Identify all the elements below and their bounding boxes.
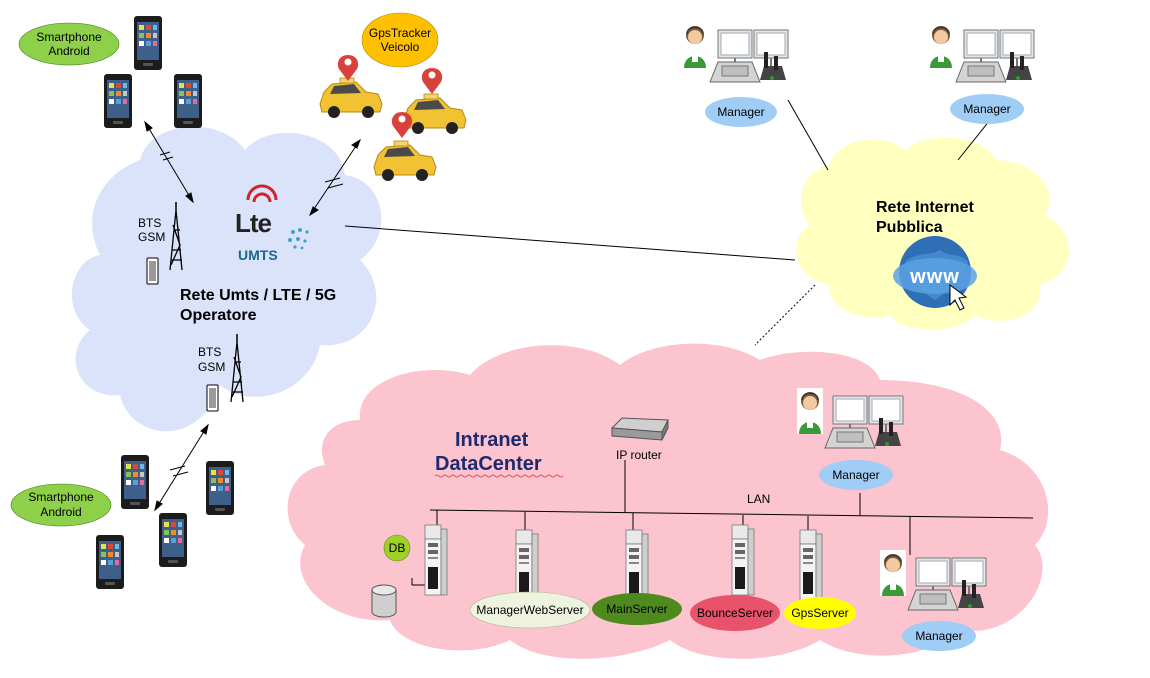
bts-bottom-handset-icon [206, 384, 219, 412]
gps-tracker-line1: GpsTracker [369, 26, 431, 40]
server-managerweb [515, 529, 539, 601]
smartphone-icon [121, 455, 149, 509]
manager-workstation-icon [681, 21, 789, 83]
server-label-bounce: BounceServer [690, 595, 780, 631]
smartphone-icon [159, 513, 187, 567]
server-label: ManagerWebServer [476, 603, 583, 617]
manager-label: Manager [915, 629, 962, 643]
ip-router: IP router [610, 417, 669, 462]
mobile-network-title-1: Rete Umts / LTE / 5G [180, 287, 336, 304]
www-globe-icon: www [893, 236, 977, 311]
link-manager2-internet [957, 119, 991, 161]
database: DB [371, 534, 411, 618]
gps-pin-icon [421, 68, 443, 94]
vehicle-icon [319, 77, 383, 119]
server-main [625, 529, 649, 601]
db-label: DB [389, 541, 406, 555]
manager-workstation-1: Manager [681, 21, 789, 127]
gps-tracker-line2: Veicolo [381, 40, 420, 54]
manager-workstation-4: Manager [879, 549, 987, 651]
gps-pin-icon [391, 112, 413, 138]
datacenter-title-1: Intranet [455, 429, 529, 451]
www-label: www [909, 266, 960, 288]
bts-bottom: BTS GSM [198, 333, 244, 412]
smartphone-label-bottom: Smartphone Android [10, 483, 112, 527]
lan-label: LAN [747, 492, 770, 506]
server-gps [799, 529, 823, 601]
vehicle-icon [373, 140, 437, 182]
smartphone-icon [96, 535, 124, 589]
bts-top-handset-icon [146, 257, 159, 285]
manager-label: Manager [717, 105, 764, 119]
internet-cloud [796, 137, 1069, 330]
bts-bottom-label-2: GSM [198, 360, 225, 374]
smartphone-icon [134, 16, 162, 70]
server-label-managerweb: ManagerWebServer [469, 591, 591, 629]
server-label: BounceServer [697, 606, 773, 620]
bts-top-label-2: GSM [138, 230, 165, 244]
lan-bus [411, 460, 1034, 586]
smartphone-top-line1: Smartphone [36, 30, 102, 44]
link-manager1-internet [787, 99, 829, 171]
bts-top-label-1: BTS [138, 216, 161, 230]
smartphone-label-top: Smartphone Android [18, 22, 120, 66]
bts-bottom-label-1: BTS [198, 345, 221, 359]
vehicle-icon [403, 93, 467, 135]
radio-link-gps [309, 138, 361, 217]
gps-pin-icon [337, 55, 359, 81]
manager-label: Manager [963, 102, 1010, 116]
manager-workstation-icon [927, 21, 1035, 83]
link-internet-datacenter [754, 284, 816, 346]
internet-title-1: Rete Internet [876, 199, 974, 216]
radio-link-bottom-phones [154, 423, 209, 512]
manager-label: Manager [832, 468, 879, 482]
internet-title-2: Pubblica [876, 219, 943, 236]
gps-tracker-label: GpsTracker Veicolo [361, 12, 439, 68]
lte-logo: Lte UMTS [235, 184, 309, 263]
lte-logo-text: Lte [235, 208, 272, 238]
smartphone-bottom-line2: Android [40, 505, 81, 519]
server-label-main: MainServer [592, 593, 682, 625]
server-label-gps: GpsServer [784, 597, 856, 629]
router-icon [610, 417, 669, 441]
smartphone-top-line2: Android [48, 44, 89, 58]
mobile-network-cloud [71, 126, 382, 432]
radio-link-top-phones [144, 120, 194, 204]
smartphone-icon [206, 461, 234, 515]
spellcheck-underline [434, 474, 564, 478]
umts-logo-text: UMTS [238, 247, 278, 263]
smartphone-icon [174, 74, 202, 128]
ip-router-label: IP router [616, 448, 662, 462]
manager-workstation-3: Manager [796, 387, 904, 490]
server-label: MainServer [606, 602, 667, 616]
link-mobile-internet [344, 225, 796, 261]
server-db [424, 524, 448, 596]
datacenter-title-2: DataCenter [435, 453, 542, 475]
database-cylinder-icon [371, 584, 397, 618]
bts-top: BTS GSM [138, 201, 183, 285]
smartphone-bottom-line1: Smartphone [28, 490, 94, 504]
server-label: GpsServer [791, 606, 848, 620]
manager-workstation-2: Manager [927, 21, 1035, 124]
smartphone-icon [104, 74, 132, 128]
mobile-network-title-2: Operatore [180, 307, 257, 324]
server-bounce [731, 524, 755, 596]
